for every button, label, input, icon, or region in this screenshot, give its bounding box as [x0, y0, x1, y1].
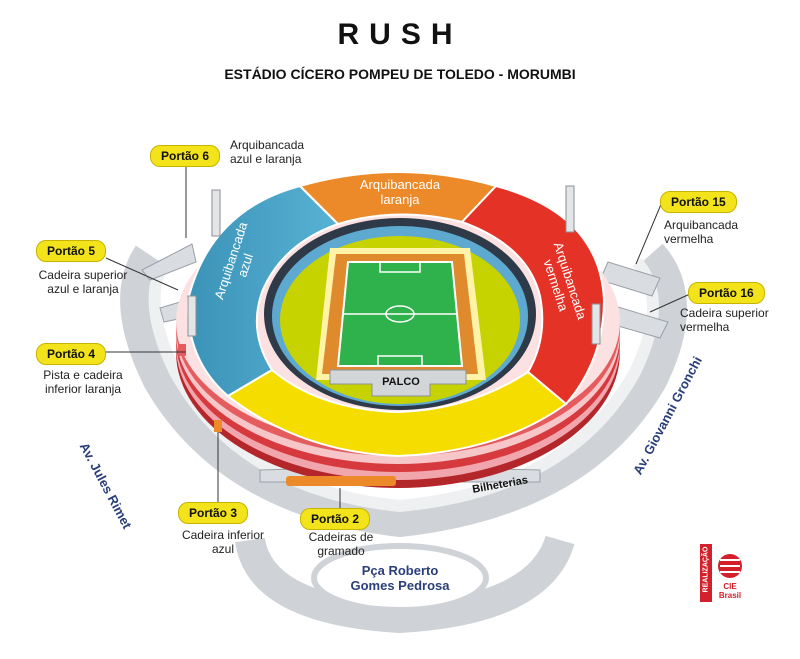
- gate-3-tag[interactable]: Portão 3: [178, 502, 249, 524]
- gate-desc-line: azul e laranja: [47, 282, 119, 296]
- section-label-orange: Arquibancada laranja: [335, 177, 465, 207]
- cie-brasil-logo: REALIZAÇÃO CIE Brasil: [700, 544, 746, 602]
- gate-2-tag[interactable]: Portão 2: [300, 508, 371, 530]
- gate-desc-line: Cadeiras de: [308, 530, 374, 544]
- gate-desc-line: inferior laranja: [44, 382, 122, 396]
- logo-brand-line: CIE: [723, 582, 737, 591]
- page-subtitle: ESTÁDIO CÍCERO POMPEU DE TOLEDO - MORUMB…: [224, 66, 576, 82]
- logo-brand: CIE Brasil: [714, 582, 746, 600]
- gate-2-desc: Cadeiras de gramado: [282, 530, 400, 558]
- page-title: RUSH: [337, 18, 463, 51]
- gate-desc-line: gramado: [317, 544, 365, 558]
- gate-desc-line: Arquibancada: [230, 138, 305, 152]
- gate-marker: [178, 344, 186, 356]
- section-label-line: laranja: [380, 192, 420, 207]
- logo-brand-line: Brasil: [718, 591, 742, 600]
- leader-lines: [104, 166, 691, 508]
- outer-grounds: [120, 243, 687, 634]
- stand-red: [460, 184, 606, 406]
- light-towers: [187, 185, 601, 345]
- gate-strip: [286, 476, 396, 486]
- gate-16-tag[interactable]: Portão 16: [688, 282, 765, 304]
- gate-15-desc: Arquibancada vermelha: [664, 218, 738, 246]
- plaza-label-line: Gomes Pedrosa: [350, 578, 450, 593]
- gate-5-desc: Cadeira superior azul e laranja: [24, 268, 142, 296]
- gate-15-tag[interactable]: Portão 15: [660, 191, 737, 213]
- gate-desc-line: Pista e cadeira: [43, 368, 123, 382]
- gate-4-desc: Pista e cadeira inferior laranja: [24, 368, 142, 396]
- cie-logo-icon: [700, 544, 746, 602]
- section-label-line: Arquibancada: [359, 177, 441, 192]
- gate-3-desc: Cadeira inferior azul: [164, 528, 282, 556]
- plaza-circle: [311, 543, 489, 613]
- gate-desc-line: Cadeira superior: [38, 268, 128, 282]
- stage-label: PALCO: [382, 376, 420, 388]
- gate-marker: [214, 420, 222, 432]
- gate-desc-line: azul e laranja: [230, 152, 302, 166]
- upper-stands: [186, 171, 606, 458]
- gate-16-desc: Cadeira superior vermelha: [680, 306, 769, 334]
- plaza-label-line: Pça Roberto: [361, 563, 439, 578]
- stand-yellow: [226, 368, 568, 458]
- logo-side-text: REALIZAÇÃO: [702, 546, 710, 593]
- plaza-label: Pça Roberto Gomes Pedrosa: [330, 563, 470, 593]
- gate-desc-line: Cadeira superior: [680, 306, 769, 320]
- gate-desc-line: vermelha: [664, 232, 714, 246]
- gate-6-tag[interactable]: Portão 6: [150, 145, 221, 167]
- gate-4-tag[interactable]: Portão 4: [36, 343, 107, 365]
- gate-desc-line: Cadeira inferior: [181, 528, 265, 542]
- gate-desc-line: Arquibancada: [664, 218, 739, 232]
- stage-block: [329, 369, 467, 397]
- gate-5-tag[interactable]: Portão 5: [36, 240, 107, 262]
- inner-bowl: [264, 218, 536, 410]
- gate-6-desc: Arquibancada azul e laranja: [230, 138, 304, 166]
- gate-desc-line: vermelha: [680, 320, 730, 334]
- gate-desc-line: azul: [211, 542, 234, 556]
